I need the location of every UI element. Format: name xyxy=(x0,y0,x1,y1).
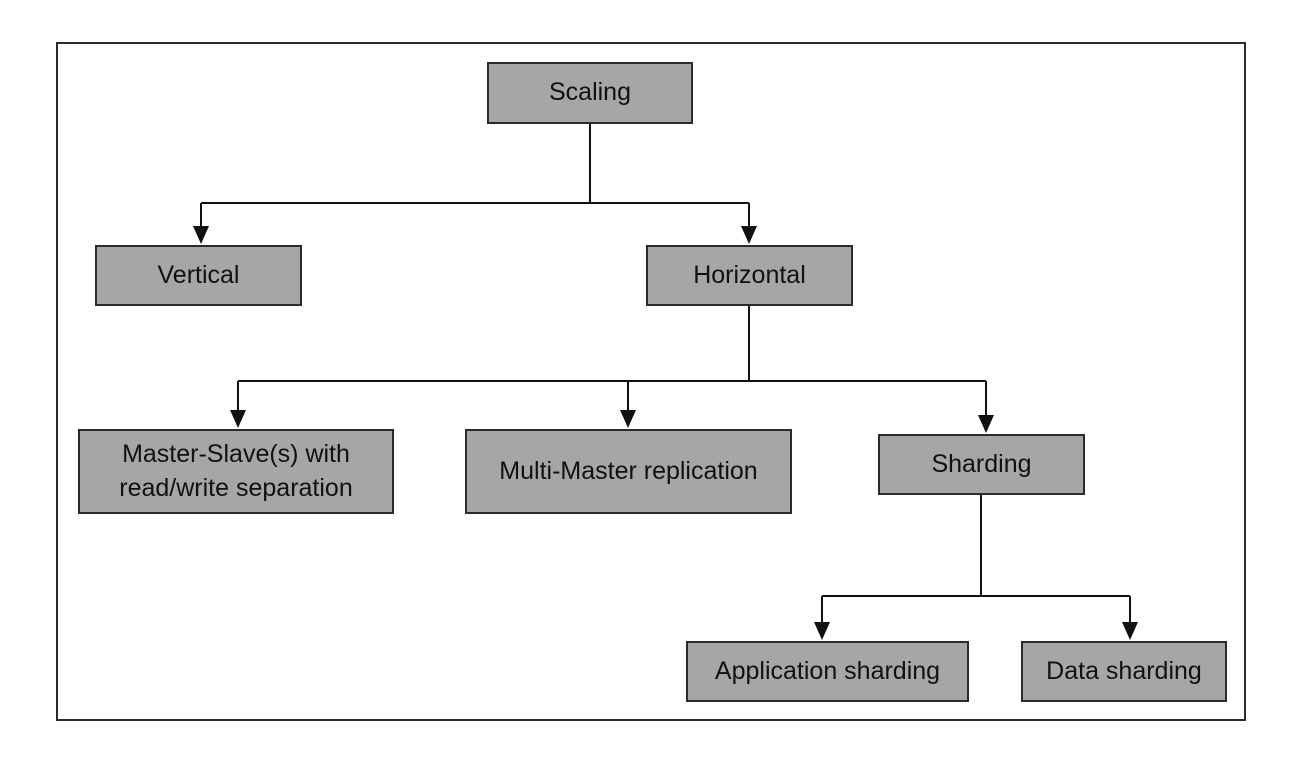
arrowhead-data-sharding xyxy=(1122,622,1138,640)
node-master-slave[interactable]: Master-Slave(s) with read/write separati… xyxy=(78,429,394,514)
node-horizontal-label: Horizontal xyxy=(693,260,806,289)
node-sharding[interactable]: Sharding xyxy=(878,434,1085,495)
node-application-sharding[interactable]: Application sharding xyxy=(686,641,969,702)
node-master-slave-line2: read/write separation xyxy=(119,473,353,502)
arrowhead-application-sharding xyxy=(814,622,830,640)
arrowhead-vertical xyxy=(193,226,209,244)
node-master-slave-line1: Master-Slave(s) with xyxy=(122,439,350,468)
arrowhead-sharding xyxy=(978,415,994,433)
node-application-sharding-label: Application sharding xyxy=(714,656,941,685)
node-multi-master[interactable]: Multi-Master replication xyxy=(465,429,792,514)
node-data-sharding[interactable]: Data sharding xyxy=(1021,641,1227,702)
diagram-frame xyxy=(56,42,1246,721)
node-data-sharding-label: Data sharding xyxy=(1046,656,1202,685)
node-scaling-label: Scaling xyxy=(549,78,631,107)
node-multi-master-label: Multi-Master replication xyxy=(499,456,758,485)
node-vertical-label: Vertical xyxy=(157,260,240,289)
arrowhead-horizontal xyxy=(741,226,757,244)
arrowhead-multi-master xyxy=(620,410,636,428)
arrowhead-master-slave xyxy=(230,410,246,428)
node-sharding-label: Sharding xyxy=(931,449,1032,478)
node-horizontal[interactable]: Horizontal xyxy=(646,245,853,306)
node-scaling[interactable]: Scaling xyxy=(487,62,693,124)
node-vertical[interactable]: Vertical xyxy=(95,245,302,306)
